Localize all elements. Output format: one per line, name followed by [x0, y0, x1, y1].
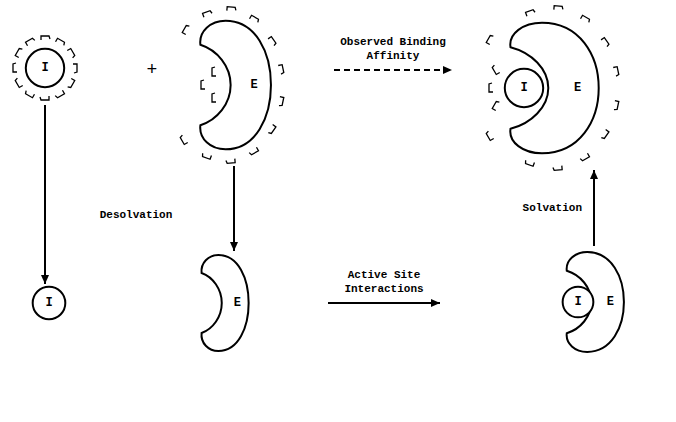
- arrow-line: [233, 166, 235, 251]
- solvent-mark: [553, 166, 562, 171]
- solvent-mark: [268, 37, 276, 47]
- solvent-mark: [56, 38, 66, 46]
- solvent-mark: [226, 159, 235, 164]
- solvent-mark: [182, 25, 190, 35]
- inhibitor-node: I: [504, 68, 544, 108]
- solvent-mark: [581, 15, 591, 23]
- enzyme-node: EI: [500, 20, 605, 156]
- solvent-mark: [180, 135, 188, 145]
- solvent-mark: [525, 159, 535, 166]
- arrow-head: [41, 275, 49, 284]
- solvent-mark: [227, 7, 236, 12]
- arrow-head: [443, 66, 452, 74]
- solvent-mark: [278, 97, 284, 107]
- enzyme-node: E: [196, 253, 252, 353]
- solvent-mark: [486, 35, 494, 45]
- node-letter: E: [251, 78, 258, 92]
- node-letter: E: [234, 296, 241, 310]
- solvent-mark: [613, 67, 619, 77]
- enzyme-node: EI: [560, 250, 628, 354]
- arrow-head: [431, 299, 440, 307]
- edge-label: Active Site Interactions: [326, 268, 442, 296]
- arrow-line: [328, 302, 440, 304]
- solvent-mark: [492, 65, 500, 75]
- solvent-mark: [601, 38, 609, 48]
- solvent-mark: [15, 48, 23, 58]
- edge-label: Observed Binding Affinity: [329, 35, 457, 63]
- solvent-mark: [526, 9, 536, 16]
- solvent-mark: [41, 36, 50, 40]
- enzyme-outline: [196, 253, 252, 353]
- solvent-mark: [486, 131, 494, 141]
- dashed-arrow: [334, 69, 452, 71]
- solvent-mark: [613, 101, 619, 111]
- arrow-head: [230, 242, 238, 251]
- solvent-mark: [250, 15, 260, 23]
- solvent-mark: [600, 130, 608, 140]
- inhibitor-node: I: [562, 286, 594, 318]
- inhibitor-node: I: [25, 48, 65, 88]
- node-letter: I: [574, 295, 581, 309]
- solvent-mark: [580, 153, 590, 161]
- solvent-mark: [15, 78, 23, 88]
- solvent-mark: [67, 79, 75, 89]
- solvent-mark: [249, 147, 259, 155]
- crescent-shape: [201, 255, 248, 351]
- enzyme-node: E: [192, 18, 276, 152]
- solvent-mark: [489, 83, 493, 92]
- arrow-head: [590, 170, 598, 179]
- node-letter: I: [520, 81, 527, 95]
- edge-label: Solvation: [521, 201, 584, 215]
- circle-shape: [563, 287, 594, 318]
- solvent-mark: [73, 64, 77, 73]
- enzyme-outline: [192, 18, 276, 152]
- inhibitor-node: I: [32, 286, 66, 320]
- solvent-mark: [13, 63, 17, 72]
- solvent-mark: [203, 10, 213, 17]
- crescent-shape: [510, 23, 598, 154]
- solvent-mark: [25, 90, 35, 98]
- node-letter: I: [45, 296, 52, 310]
- arrow-line: [44, 105, 46, 284]
- node-letter: E: [574, 81, 581, 95]
- arrow-line: [593, 170, 595, 246]
- solvent-mark: [202, 152, 212, 159]
- crescent-shape: [200, 21, 271, 150]
- solvent-mark: [40, 96, 49, 100]
- circle-shape: [26, 49, 64, 87]
- solvent-mark: [554, 6, 563, 11]
- solvent-mark: [212, 67, 216, 76]
- node-letter: I: [41, 61, 48, 75]
- step-label: Desolvation: [98, 208, 175, 222]
- solvent-mark: [26, 38, 36, 46]
- circle-shape: [33, 287, 66, 320]
- solvent-mark: [212, 93, 216, 102]
- solvent-mark: [55, 90, 65, 98]
- solvent-mark: [278, 65, 284, 75]
- plus-sign: +: [145, 60, 160, 80]
- node-letter: E: [607, 295, 614, 309]
- solvent-mark: [267, 125, 275, 135]
- solvent-mark: [492, 101, 500, 111]
- solvent-mark: [201, 80, 205, 89]
- circle-shape: [505, 69, 543, 107]
- crescent-shape: [567, 252, 624, 352]
- solvent-mark: [67, 49, 75, 59]
